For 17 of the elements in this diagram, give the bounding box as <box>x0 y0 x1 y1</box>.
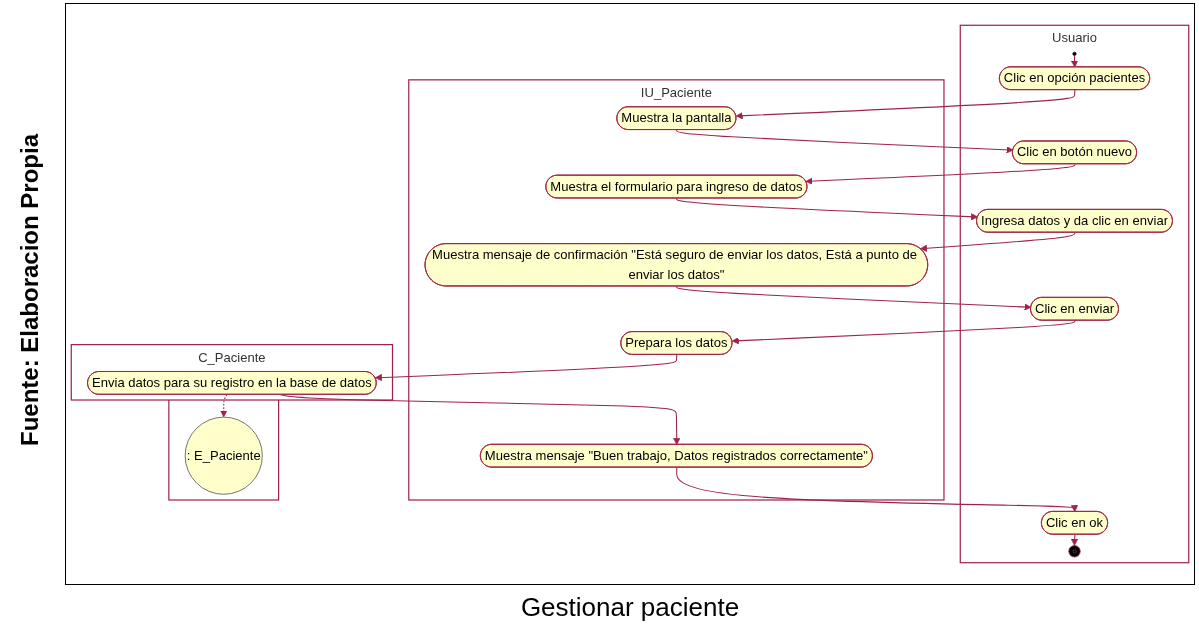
arrow <box>919 232 1076 252</box>
node-circle <box>1072 51 1077 56</box>
arrow <box>220 394 228 418</box>
arrow <box>735 89 1076 120</box>
arrow <box>731 320 1076 345</box>
node-circle <box>1068 545 1081 558</box>
source-note: Fuente: Elaboracion Propia <box>16 134 44 446</box>
arrow <box>374 354 678 382</box>
arrow <box>676 285 1032 311</box>
arrow <box>1070 54 1079 68</box>
arrow <box>805 163 1076 185</box>
caption: Gestionar paciente <box>519 592 741 623</box>
arrow <box>676 467 1079 513</box>
arrow <box>676 129 1014 154</box>
node-circle: : E_Paciente <box>184 416 263 495</box>
arrow <box>1070 534 1079 546</box>
arrow <box>676 197 979 221</box>
